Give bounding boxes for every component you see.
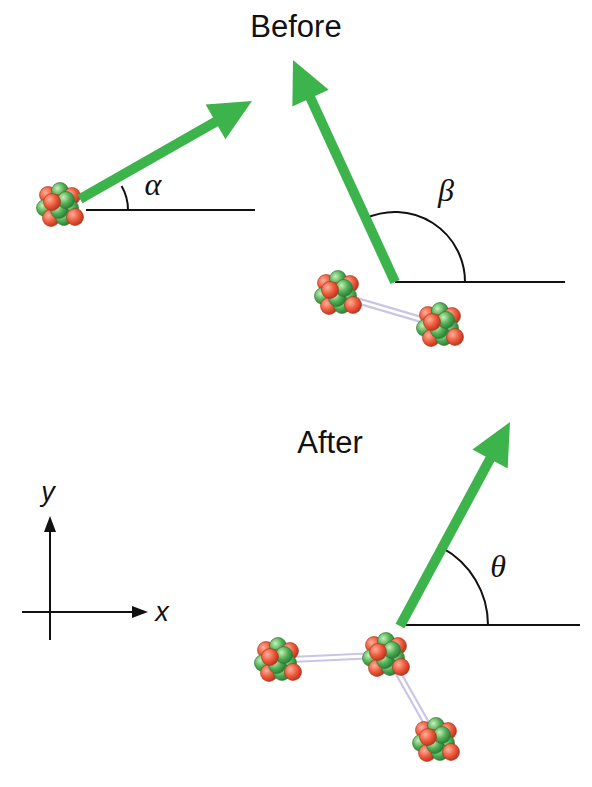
angle-arc: [122, 186, 128, 210]
proton: [322, 282, 339, 299]
momentum-arrow: [309, 95, 395, 282]
momentum-arrow: [400, 455, 492, 626]
momentum-arrows: [80, 60, 510, 626]
proton: [393, 659, 410, 676]
nuclei: [37, 183, 464, 762]
axis-arrowhead: [44, 516, 56, 532]
horizontal-reference: [400, 624, 580, 626]
angle-label: β: [438, 174, 454, 206]
reference-lines: [22, 186, 580, 640]
axis-arrowhead: [132, 606, 148, 618]
proton: [443, 744, 460, 761]
proton: [44, 194, 61, 211]
proton: [424, 314, 441, 331]
proton: [420, 729, 437, 746]
arrowhead: [472, 422, 510, 468]
axis-label: y: [41, 479, 55, 506]
nucleus: [315, 271, 362, 315]
y-axis: [49, 528, 51, 640]
proton: [285, 664, 302, 681]
axis-label: x: [155, 599, 169, 626]
proton: [345, 297, 362, 314]
angle-label: θ: [490, 550, 506, 582]
nucleus: [413, 718, 460, 762]
proton: [262, 649, 279, 666]
horizontal-reference: [86, 209, 255, 211]
panel-title: After: [297, 427, 362, 458]
arrowhead: [292, 60, 328, 107]
nucleus: [255, 638, 302, 682]
angle-label: α: [145, 168, 162, 200]
panel-title: Before: [250, 11, 341, 42]
proton: [447, 329, 464, 346]
nucleus: [37, 183, 84, 227]
proton: [67, 209, 84, 226]
x-axis: [22, 611, 136, 613]
angle-arc: [442, 548, 488, 625]
proton: [370, 644, 387, 661]
momentum-arrow: [80, 120, 219, 199]
horizontal-reference: [395, 281, 565, 283]
arrowhead: [206, 101, 252, 139]
nucleus: [417, 303, 464, 347]
bonds: [280, 293, 441, 742]
nucleus: [363, 633, 410, 677]
